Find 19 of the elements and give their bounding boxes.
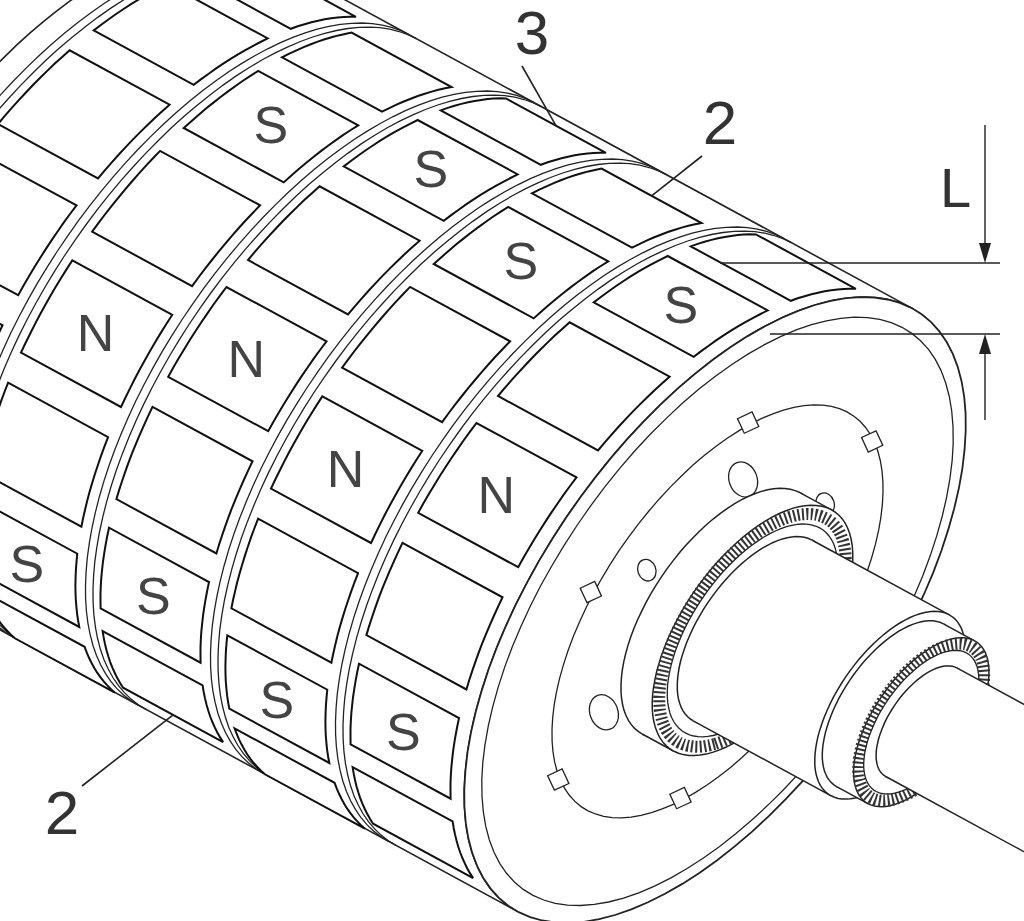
magnet-pole-label: N [477,468,516,521]
magnet-pole-label: S [503,235,539,288]
leader-line [650,155,703,197]
magnet-pole-label: N [326,443,365,496]
magnet-pole-label: S [663,278,699,331]
leader-line [521,65,557,127]
dimension-label: L [940,160,972,216]
callout-number: 2 [700,92,740,154]
magnet-pole-label: S [253,99,289,152]
callout-number: 3 [512,2,552,64]
magnet-pole-label: N [227,332,266,385]
magnet-pole-label: S [259,674,295,727]
magnet-pole-label: N [76,307,115,360]
leader-line [81,714,174,787]
magnet-pole-label: S [9,538,45,591]
magnet-pole-label: S [385,706,421,759]
magnet-pole-label: S [135,570,171,623]
magnet-pole-label: S [413,142,449,195]
callout-number: 2 [42,782,82,844]
